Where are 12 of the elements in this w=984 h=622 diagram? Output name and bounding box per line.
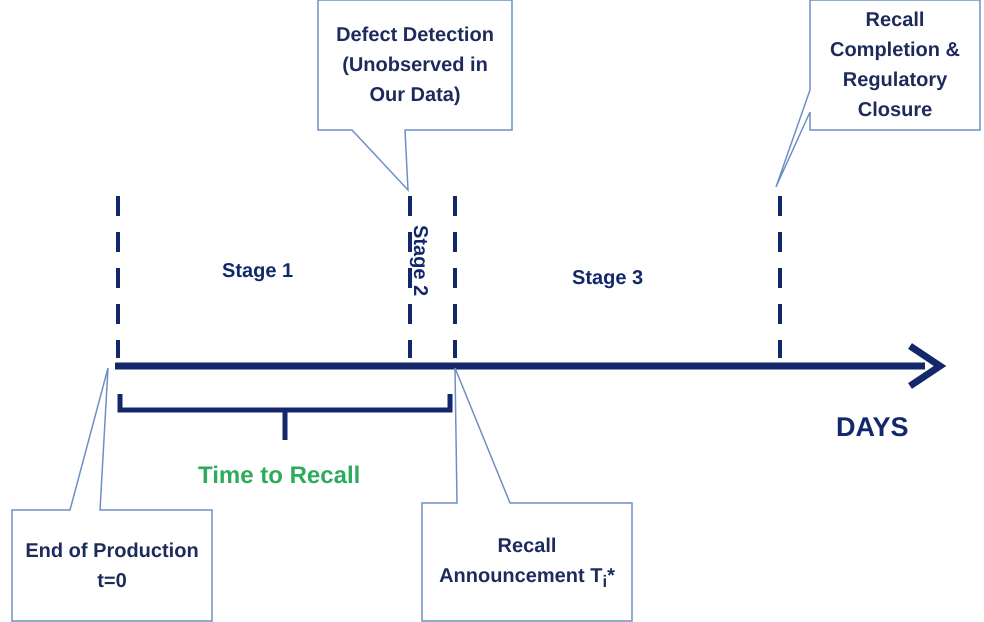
bracket-label: Time to Recall bbox=[198, 462, 360, 490]
callout-text: Recall Completion & Regulatory Closure bbox=[829, 8, 961, 123]
callout-box bbox=[774, 0, 980, 189]
callout-text: Recall Announcement T$_{i}$* bbox=[438, 534, 616, 593]
stage-label: Stage 3 bbox=[572, 267, 644, 290]
axis-label: DAYS bbox=[836, 412, 909, 443]
callout-text: Defect Detection (Unobserved in Our Data) bbox=[335, 23, 495, 108]
callout-text: End of Production t=0 bbox=[24, 539, 200, 594]
stage-label: Stage 1 bbox=[222, 260, 294, 283]
callout-box bbox=[422, 366, 632, 622]
stage-label: Stage 2 bbox=[408, 225, 431, 296]
callout-box bbox=[318, 0, 512, 192]
